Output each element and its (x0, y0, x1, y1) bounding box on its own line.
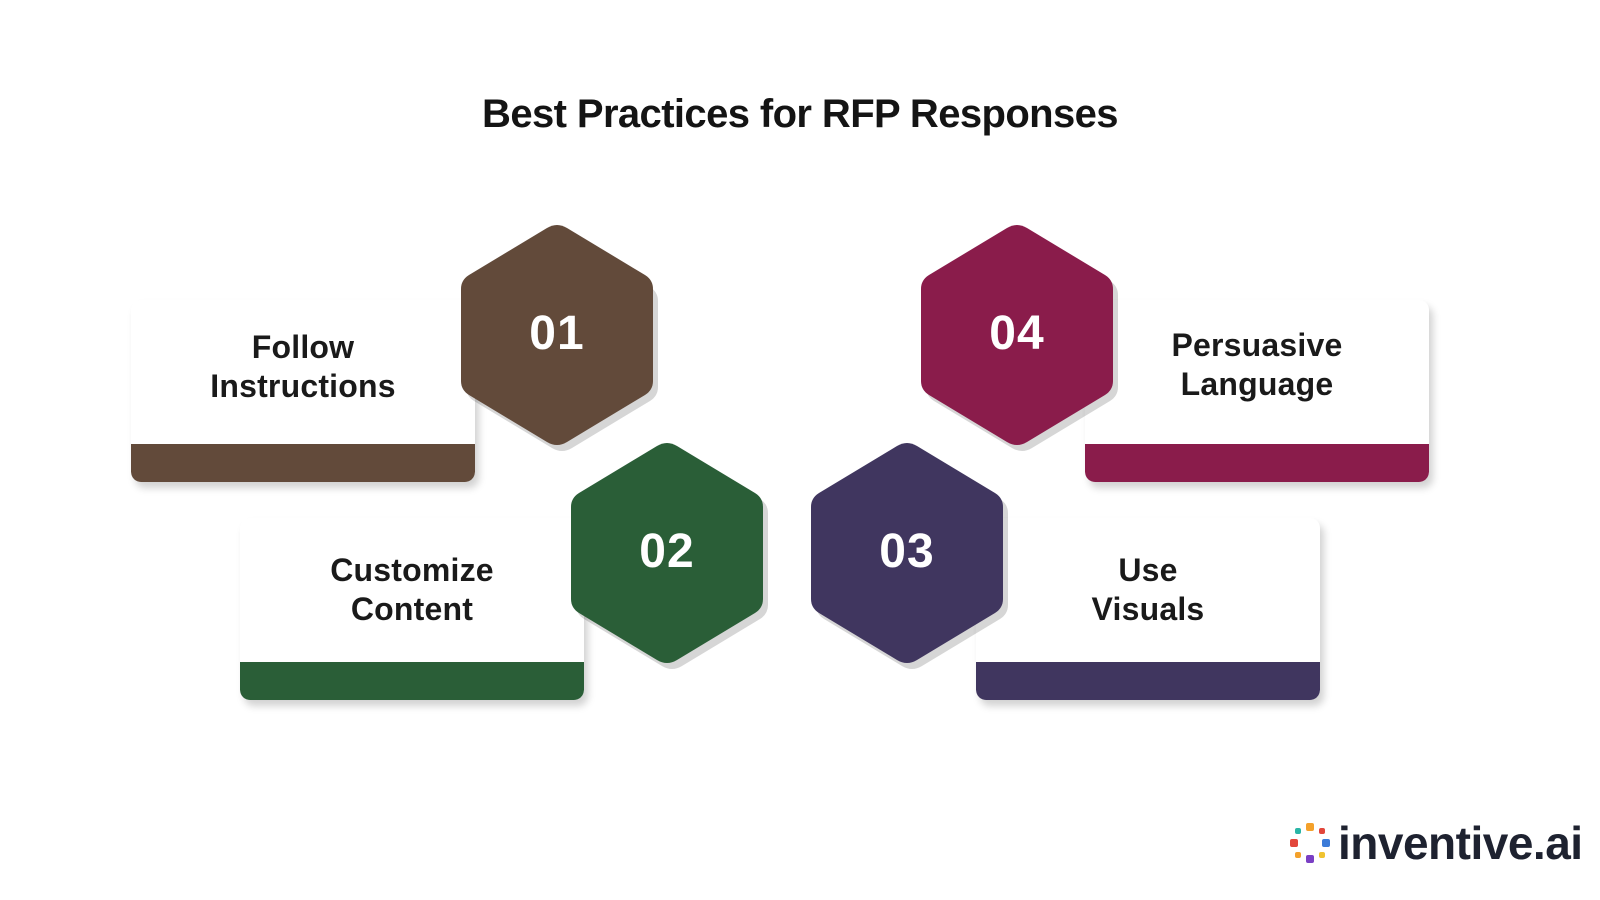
logo-square (1322, 839, 1330, 847)
step-01-hexagon: 01 (451, 222, 663, 454)
step-03-card: Use Visuals (976, 518, 1320, 700)
logo-square (1319, 828, 1325, 834)
step-02-label-line2: Content (350, 591, 474, 627)
page-title: Best Practices for RFP Responses (482, 92, 1118, 136)
step-01-hexagon-shape (461, 225, 658, 451)
step-04-bar (1085, 444, 1429, 482)
logo-square (1306, 823, 1314, 831)
step-01-number: 01 (529, 307, 585, 360)
step-02-label-line1: Customize (330, 552, 494, 588)
logo-square (1290, 839, 1298, 847)
logo-square (1295, 852, 1301, 858)
step-02-number: 02 (639, 525, 695, 578)
step-02-label: Customize Content (240, 551, 584, 629)
logo-square (1319, 852, 1325, 858)
step-01-card: Follow Instructions (131, 300, 475, 482)
step-01-label: Follow Instructions (131, 328, 475, 406)
step-04-label: Persuasive Language (1085, 326, 1429, 404)
step-01-label-line2: Instructions (210, 368, 396, 404)
step-03-bar (976, 662, 1320, 700)
logo-square (1295, 828, 1301, 834)
step-03-number: 03 (879, 525, 935, 578)
step-03-label-line2: Visuals (1091, 591, 1205, 627)
brand-logo-text: inventive.ai (1338, 817, 1583, 869)
step-01-bar (131, 444, 475, 482)
step-02-hexagon-shape (571, 443, 768, 669)
step-04-hexagon: 04 (911, 222, 1123, 454)
step-04-label-line2: Language (1180, 366, 1334, 402)
step-04-label-line1: Persuasive (1171, 327, 1343, 363)
pinwheel-logo-icon (1288, 821, 1332, 865)
step-03-hexagon: 03 (801, 440, 1013, 672)
logo-square (1306, 855, 1314, 863)
step-02-hexagon: 02 (561, 440, 773, 672)
step-04-card: Persuasive Language (1085, 300, 1429, 482)
step-04-hexagon-shape (921, 225, 1118, 451)
step-02-bar (240, 662, 584, 700)
step-03-hexagon-shape (811, 443, 1008, 669)
step-01-label-line1: Follow (251, 329, 355, 365)
step-03-label: Use Visuals (976, 551, 1320, 629)
step-04-number: 04 (989, 307, 1045, 360)
brand-logo: inventive.ai (1288, 816, 1583, 870)
step-02-card: Customize Content (240, 518, 584, 700)
step-03-label-line1: Use (1118, 552, 1178, 588)
